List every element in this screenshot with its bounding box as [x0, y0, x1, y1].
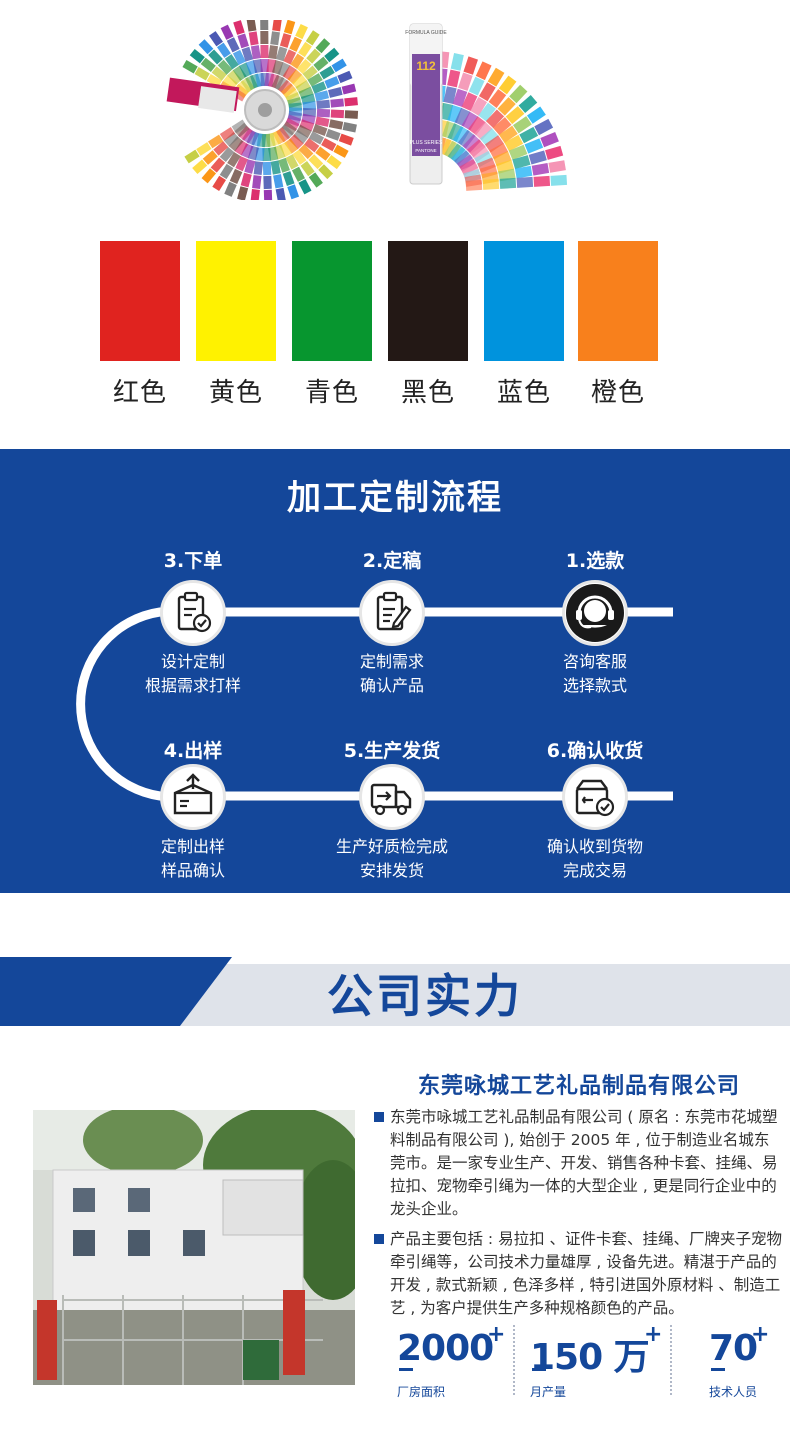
- step-description: 确认收到货物完成交易: [515, 835, 675, 883]
- company-products-paragraph: 产品主要包括 : 易拉扣 、证件卡套、挂绳、厂牌夹子宠物牵引绳等，公司技术力量雄…: [374, 1228, 784, 1320]
- stat-value: 150 万: [530, 1337, 650, 1378]
- fan-b-brand: PANTONE: [415, 148, 436, 153]
- step-description: 生产好质检完成安排发货: [312, 835, 472, 883]
- step-description: 设计定制根据需求打样: [113, 650, 273, 698]
- company-name: 东莞咏城工艺礼品制品有限公司: [417, 1074, 740, 1099]
- color-swatch: [292, 241, 372, 361]
- stat-separator: [513, 1325, 515, 1395]
- step-description-line: 确认产品: [359, 676, 424, 695]
- color-swatch: [196, 241, 276, 361]
- edit-document-icon: [376, 591, 412, 631]
- color-swatch-label: 青色: [304, 378, 359, 408]
- color-swatch: [100, 241, 180, 361]
- step-icon-circle: [359, 580, 425, 646]
- bullet-square-icon: [374, 1234, 384, 1244]
- color-swatch: [578, 241, 658, 361]
- stat-label: 技术人员: [709, 1385, 758, 1399]
- stat-plus: +: [751, 1322, 770, 1347]
- company-intro-text: 东莞市咏城工艺礼品制品有限公司 ( 原名 : 东莞市花城塑料制品有限公司 ), …: [390, 1108, 778, 1218]
- step-title: 6.确认收货: [546, 740, 644, 762]
- step-icon-circle: [160, 764, 226, 830]
- process-title: 加工定制流程: [287, 478, 503, 518]
- color-guide-images: FORMULA GUIDE 112 PLUS SERIES PANTONE: [0, 0, 790, 215]
- color-swatch-label: 红色: [112, 378, 167, 408]
- step-icon-circle: [359, 764, 425, 830]
- step-description-line: 定制需求: [359, 652, 424, 671]
- step-icon-circle: [160, 580, 226, 646]
- step-icon-circle: [562, 764, 628, 830]
- step-description-line: 定制出样: [160, 837, 225, 856]
- step-description-line: 咨询客服: [562, 652, 627, 671]
- step-description: 定制需求确认产品: [312, 650, 472, 698]
- stat-label: 月产量: [530, 1385, 567, 1399]
- step-description-line: 样品确认: [160, 861, 225, 880]
- stat-underline: [399, 1368, 413, 1371]
- clipboard-check-icon: [177, 591, 212, 633]
- fan-b-series: PLUS SERIES: [410, 140, 443, 146]
- stat-plus: +: [487, 1322, 506, 1347]
- color-swatch-label: 蓝色: [496, 378, 551, 408]
- step-description-line: 确认收到货物: [546, 837, 643, 856]
- stat-underline: [532, 1368, 546, 1371]
- pantone-plus-fan-image: FORMULA GUIDE 112 PLUS SERIES PANTONE: [405, 23, 568, 191]
- step-title: 3.下单: [163, 550, 223, 572]
- color-fan-wheel-image: [166, 20, 359, 200]
- stat-separator: [670, 1325, 672, 1395]
- package-box-icon: [173, 773, 213, 815]
- color-swatch: [388, 241, 468, 361]
- bullet-square-icon: [374, 1112, 384, 1122]
- step-title: 4.出样: [163, 740, 223, 762]
- color-swatch: [484, 241, 564, 361]
- step-description-line: 根据需求打样: [144, 676, 241, 695]
- step-title: 1.选款: [565, 550, 625, 572]
- step-icon-circle: [562, 580, 628, 646]
- headset-icon: [566, 584, 624, 642]
- step-description-line: 选择款式: [562, 676, 627, 695]
- stat-value: 70: [709, 1328, 758, 1369]
- stat-underline: [711, 1368, 725, 1371]
- step-description: 咨询客服选择款式: [515, 650, 675, 698]
- box-received-icon: [575, 779, 615, 817]
- step-title: 5.生产发货: [343, 740, 441, 762]
- company-intro-paragraph: 东莞市咏城工艺礼品制品有限公司 ( 原名 : 东莞市花城塑料制品有限公司 ), …: [374, 1106, 784, 1221]
- step-title: 2.定稿: [362, 550, 422, 572]
- step-description-line: 设计定制: [160, 652, 225, 671]
- color-swatch-label: 橙色: [590, 378, 645, 408]
- fan-b-number: 112: [416, 59, 436, 73]
- step-description-line: 完成交易: [562, 861, 627, 880]
- step-description-line: 安排发货: [359, 861, 424, 880]
- color-swatch-label: 黑色: [400, 378, 455, 408]
- stat-value: 2000: [397, 1328, 494, 1369]
- strength-title: 公司实力: [327, 969, 523, 1023]
- color-swatch-label: 黄色: [208, 378, 263, 408]
- stat-label: 厂房面积: [397, 1385, 446, 1399]
- company-products-text: 产品主要包括 : 易拉扣 、证件卡套、挂绳、厂牌夹子宠物牵引绳等，公司技术力量雄…: [390, 1230, 783, 1317]
- factory-building-photo: [33, 1110, 355, 1385]
- step-description-line: 生产好质检完成: [335, 837, 448, 856]
- strength-header-accent: [0, 957, 232, 1026]
- step-description: 定制出样样品确认: [113, 835, 273, 883]
- process-path: [76, 607, 673, 801]
- delivery-truck-icon: [370, 783, 412, 816]
- fan-b-top-text: FORMULA GUIDE: [405, 30, 447, 36]
- stat-plus: +: [644, 1322, 663, 1347]
